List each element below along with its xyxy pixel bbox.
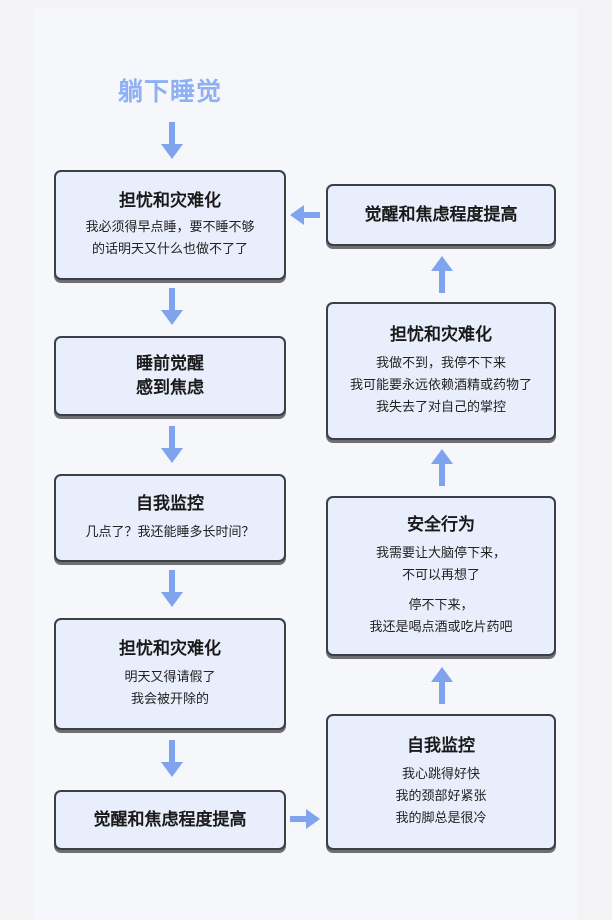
box-heading: 担忧和灾难化 (119, 191, 221, 211)
box-heading: 自我监控 (136, 494, 204, 514)
arrow-left-icon (290, 205, 320, 225)
left-box-anxiety-rise: 觉醒和焦虑程度提高 (54, 790, 286, 850)
left-box-monitoring: 自我监控 几点了？我还能睡多长时间？ (54, 474, 286, 562)
left-box-worry: 担忧和灾难化 我必须得早点睡，要不睡不够 的话明天又什么也做不了了 (54, 170, 286, 280)
box-text: 的话明天又什么也做不了了 (91, 242, 248, 257)
diagram-title: 躺下睡觉 (118, 77, 223, 106)
left-box-arousal: 睡前觉醒 感到焦虑 (54, 336, 286, 416)
left-box-catastrophizing: 担忧和灾难化 明天又得请假了 我会被开除的 (54, 618, 286, 730)
box-heading: 担忧和灾难化 (119, 639, 221, 659)
arrow-up-icon (431, 449, 453, 486)
box-text: 我会被开除的 (130, 692, 209, 707)
box-text: 明天又得请假了 (124, 670, 216, 685)
box-heading: 安全行为 (407, 515, 475, 535)
box-text: 我必须得早点睡，要不睡不够 (85, 220, 255, 235)
box-text: 我可能要永远依赖酒精或药物了 (349, 378, 532, 393)
right-box-monitoring: 自我监控 我心跳得好快 我的颈部好紧张 我的脚总是很冷 (326, 714, 556, 850)
arrow-right-icon (290, 809, 320, 829)
arrow-up-icon (431, 667, 453, 704)
box-heading: 担忧和灾难化 (390, 325, 492, 345)
arrow-down-icon (161, 426, 183, 463)
arrow-down-icon (161, 740, 183, 777)
arrow-down-icon (161, 570, 183, 607)
box-text: 我失去了对自己的掌控 (375, 400, 506, 415)
box-text: 我的脚总是很冷 (395, 811, 487, 826)
box-text: 我做不到，我停不下来 (375, 356, 506, 371)
box-heading: 感到焦虑 (136, 378, 204, 398)
box-text: 我需要让大脑停下来， (375, 546, 506, 561)
arrow-down-icon (161, 288, 183, 325)
box-text: 停不下来， (408, 598, 474, 613)
right-box-safety-behavior: 安全行为 我需要让大脑停下来， 不可以再想了 停不下来， 我还是喝点酒或吃片药吧 (326, 496, 556, 656)
right-box-anxiety-rise: 觉醒和焦虑程度提高 (326, 184, 556, 246)
box-heading: 觉醒和焦虑程度提高 (364, 205, 518, 225)
box-heading: 睡前觉醒 (136, 354, 204, 374)
box-text: 我的颈部好紧张 (395, 789, 487, 804)
box-text: 几点了？我还能睡多长时间？ (85, 525, 255, 540)
right-box-worry: 担忧和灾难化 我做不到，我停不下来 我可能要永远依赖酒精或药物了 我失去了对自己… (326, 302, 556, 440)
box-heading: 觉醒和焦虑程度提高 (93, 810, 247, 830)
box-text: 我还是喝点酒或吃片药吧 (369, 620, 513, 635)
box-text: 我心跳得好快 (401, 767, 480, 782)
arrow-up-icon (431, 256, 453, 293)
box-heading: 自我监控 (407, 736, 475, 756)
box-text: 不可以再想了 (401, 568, 480, 583)
arrow-down-icon (161, 122, 183, 159)
